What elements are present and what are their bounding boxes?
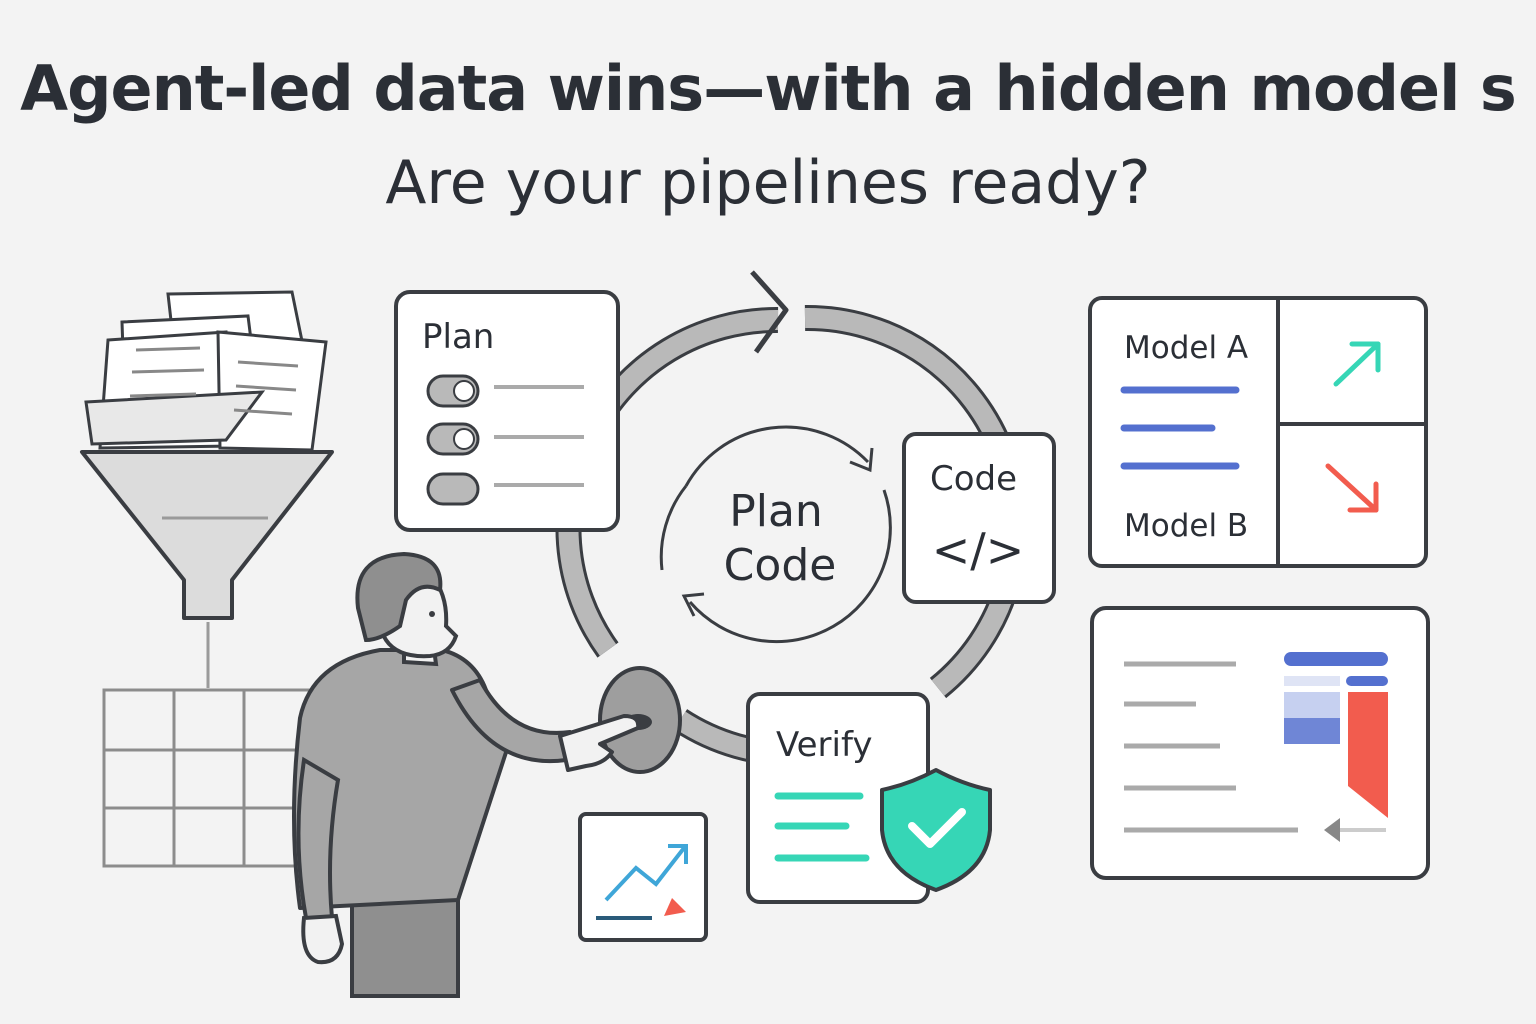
pointing-hand	[558, 714, 641, 772]
model-b-label: Model B	[1124, 508, 1248, 544]
funnel-icon	[80, 450, 334, 688]
person-figure	[292, 551, 572, 998]
subheadline: Are your pipelines ready?	[385, 148, 1151, 218]
code-brackets-icon: </>	[932, 523, 1025, 577]
action-button-disc[interactable]	[598, 666, 682, 774]
documents-icon	[84, 290, 328, 452]
trend-up-line-icon	[604, 846, 686, 902]
headline: Agent-led data wins—with a hidden model …	[20, 52, 1517, 125]
inner-cycle: Plan Code	[659, 425, 892, 644]
arrow-left-icon	[1324, 818, 1340, 842]
alert-triangle-icon	[664, 898, 686, 916]
verify-card-label: Verify	[776, 725, 872, 765]
cycle-arrowhead-icon	[750, 270, 789, 354]
shield-check-icon	[880, 768, 992, 892]
model-a-label: Model A	[1124, 330, 1248, 366]
code-card-label: Code	[930, 459, 1017, 499]
trend-up-arrow-icon	[1333, 341, 1381, 387]
plan-toggle-1	[426, 374, 584, 408]
plan-card-label: Plan	[422, 317, 494, 357]
inner-cycle-label-plan: Plan	[729, 486, 823, 537]
plan-toggle-2	[426, 422, 584, 456]
plan-toggle-3	[426, 472, 584, 506]
plan-card: Plan	[394, 290, 620, 532]
trend-down-arrow-icon	[1325, 463, 1379, 513]
trend-mini-card	[578, 812, 708, 942]
inner-cycle-label-code: Code	[724, 540, 837, 591]
report-panel	[1090, 606, 1430, 880]
code-card: Code </>	[902, 432, 1056, 604]
model-comparison-panel: Model A Model B	[1088, 296, 1428, 568]
verify-card: Verify	[746, 692, 930, 904]
